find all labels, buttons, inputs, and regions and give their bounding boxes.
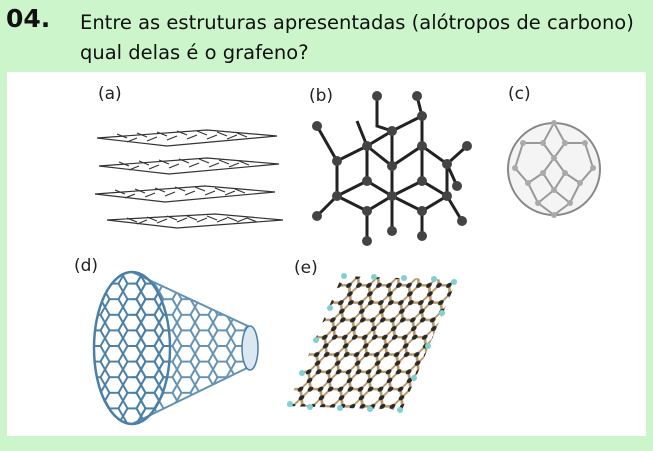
figure-c-fullerene: [507, 120, 601, 218]
figure-c-label: (c): [508, 84, 531, 104]
figure-d-label: (d): [74, 256, 99, 276]
question-text: Entre as estruturas apresentadas (alótro…: [80, 11, 634, 64]
figure-a-label: (a): [98, 84, 122, 104]
figure-d-nanotube: [92, 270, 259, 426]
question-number: 04.: [6, 4, 51, 33]
figure-b-label: (b): [309, 86, 334, 106]
figures-panel: (a) (b): [7, 72, 646, 436]
figure-a-graphite: [94, 129, 284, 229]
figure-b-diamond: [312, 91, 472, 246]
figure-e-label: (e): [294, 258, 318, 278]
figure-e-graphene: [287, 273, 457, 413]
